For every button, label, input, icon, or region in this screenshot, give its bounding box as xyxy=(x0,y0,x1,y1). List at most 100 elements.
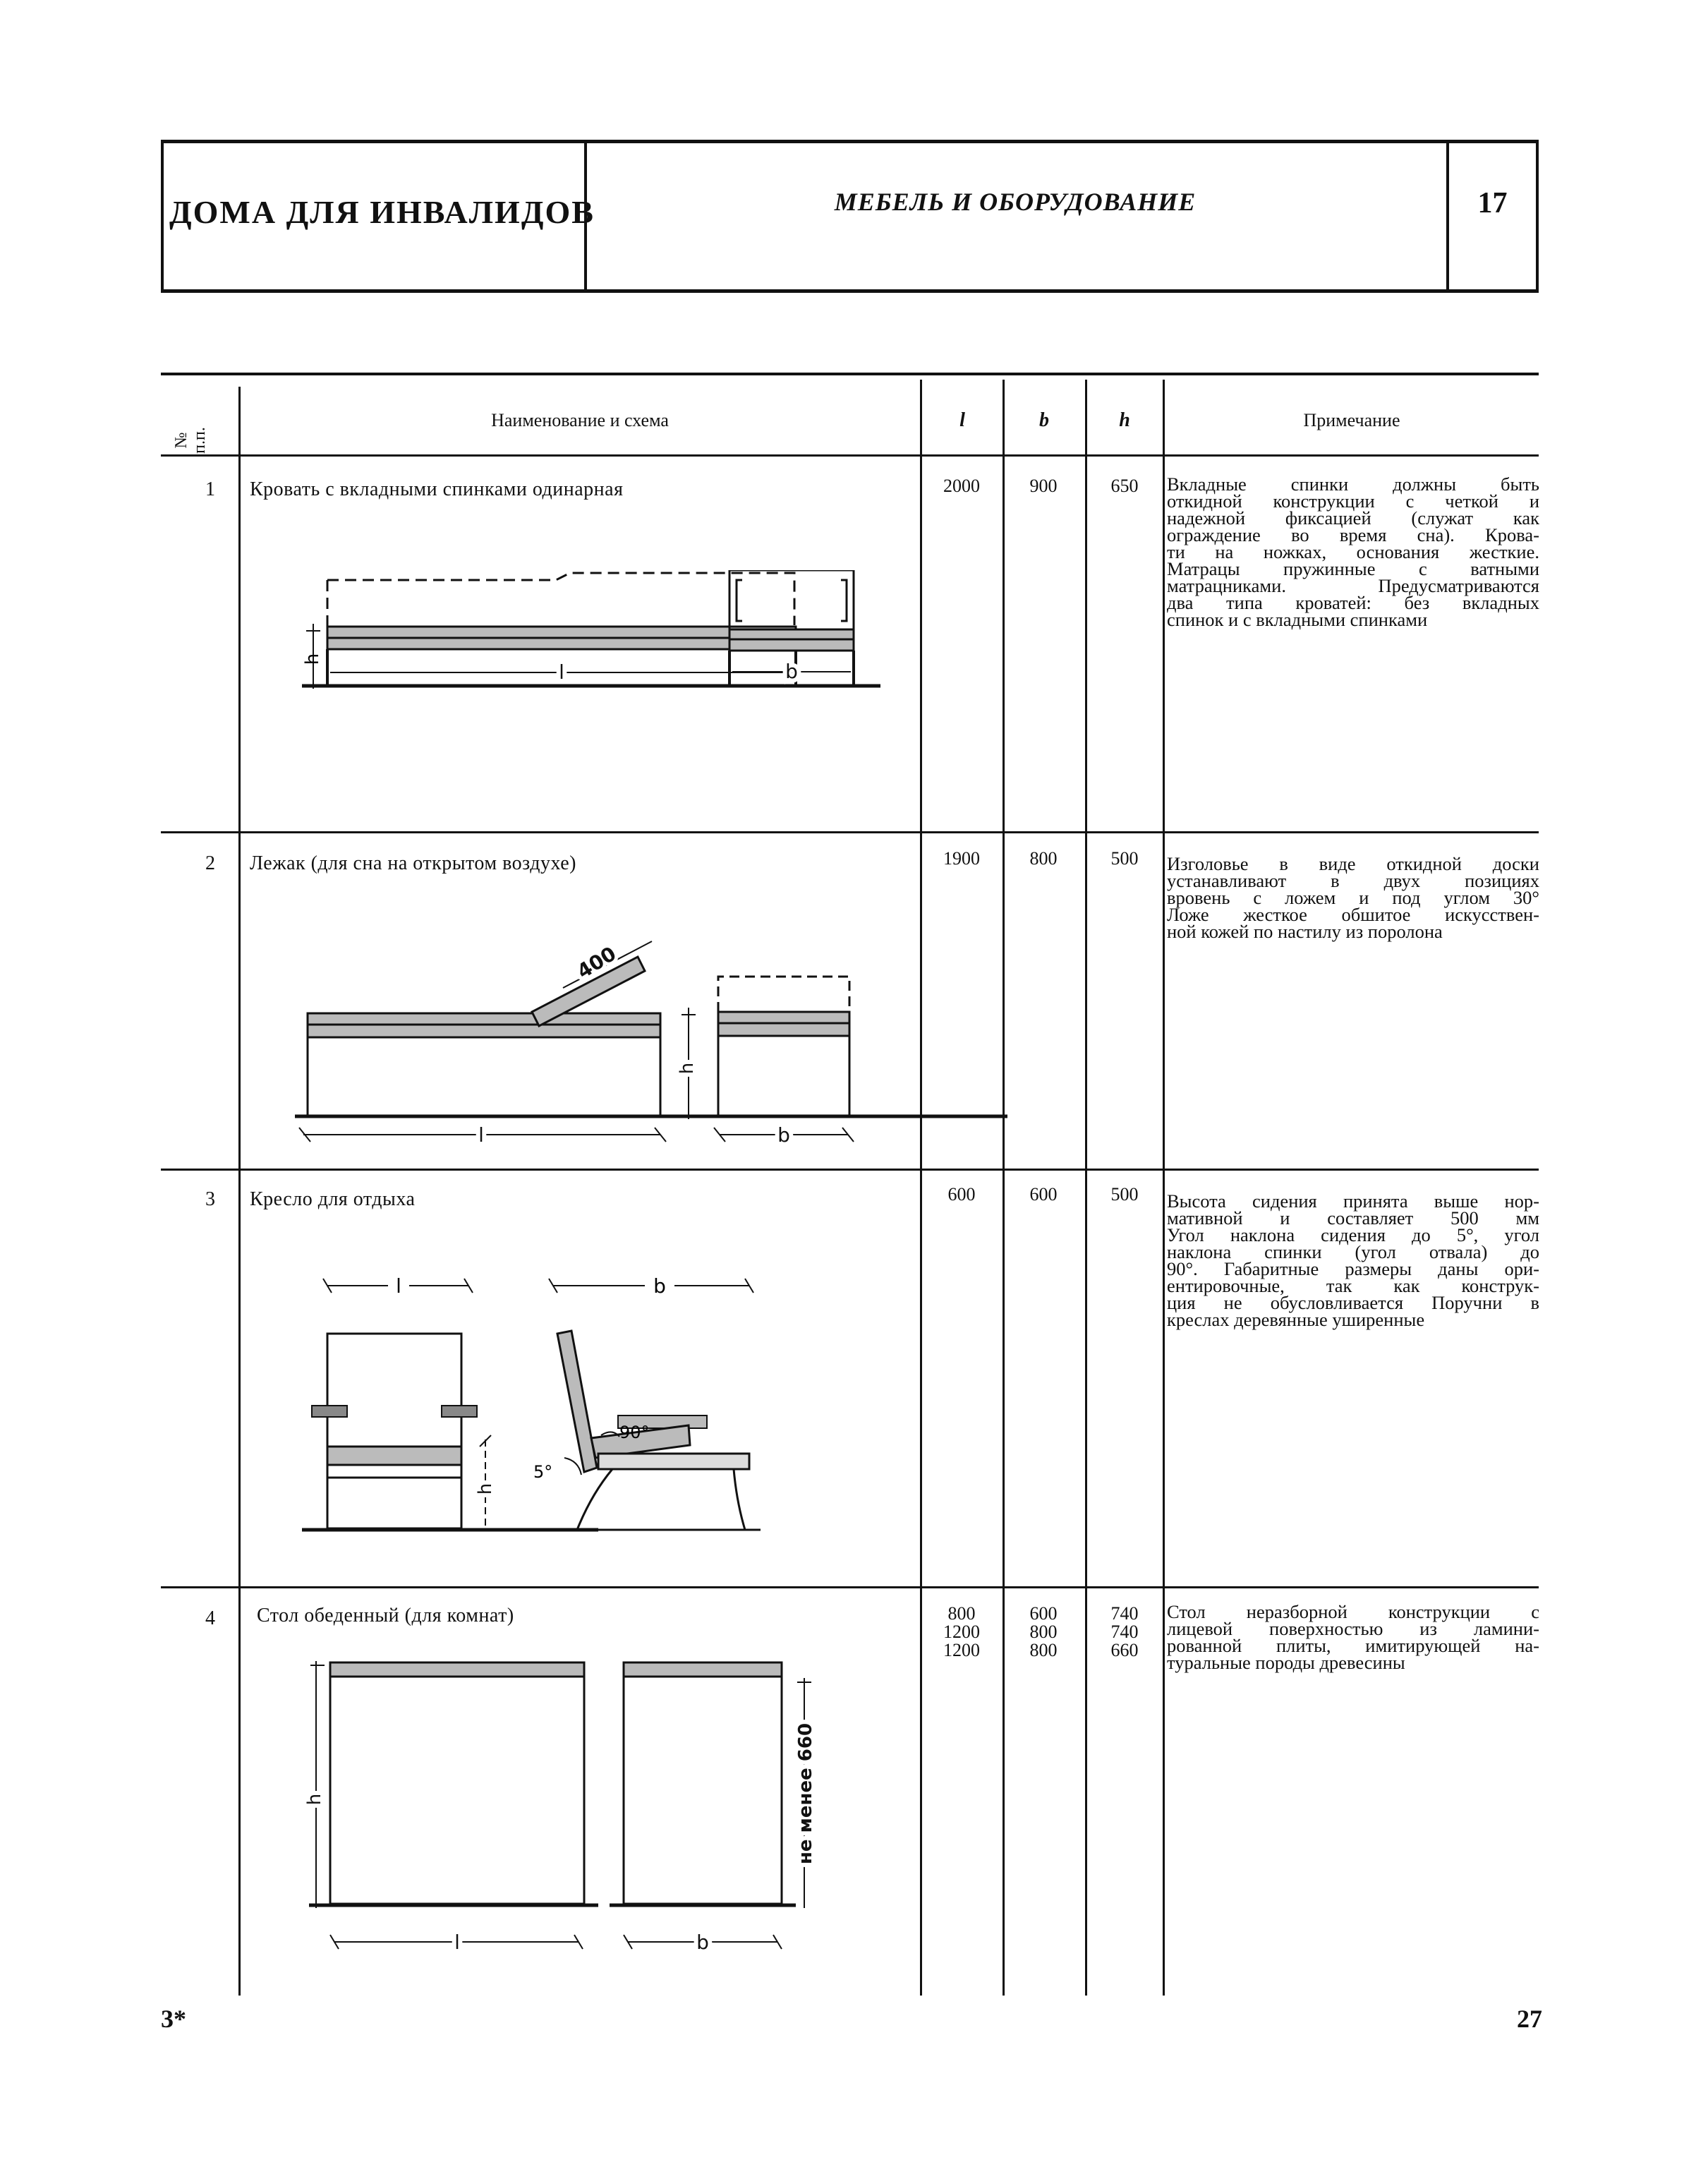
note-line: наклона спинки (угол отвала) до xyxy=(1167,1241,1539,1262)
row-note: Высота сидения принята выше нор- мативно… xyxy=(1167,1190,1539,1330)
dimension-label-h: h xyxy=(302,653,323,665)
value-b-entry: 800 xyxy=(1029,1622,1058,1642)
armchair-backrest xyxy=(556,1329,598,1473)
note-line: Матрацы пружинные с ватными xyxy=(1167,558,1539,579)
note-line: Угол наклона сидения до 5°, угол xyxy=(1167,1224,1539,1245)
table-header-rule xyxy=(161,454,1539,457)
armchair-side-leg xyxy=(732,1468,746,1531)
value-l: 600 xyxy=(947,1184,976,1205)
note-line: Высота сидения принята выше нор- xyxy=(1167,1190,1539,1212)
table-body xyxy=(329,1675,586,1905)
note-line: 90°. Габаритные размеры даны ори- xyxy=(1167,1258,1539,1279)
value-l-entry: 800 xyxy=(947,1603,976,1624)
header-left-title: ДОМА ДЛЯ ИНВАЛИДОВ xyxy=(169,193,595,230)
header-divider xyxy=(161,140,164,293)
value-h: 500 xyxy=(1110,1184,1139,1205)
dimension-tick xyxy=(298,1127,311,1142)
note-line: креслах деревянные уширенные xyxy=(1167,1309,1425,1330)
header-divider xyxy=(584,140,587,293)
bed-end-bracket xyxy=(735,579,742,622)
dimension-label-l: l xyxy=(478,1123,484,1147)
dimension-line xyxy=(562,941,653,989)
armrest xyxy=(441,1405,478,1418)
sheet-number: 17 xyxy=(1477,187,1508,219)
note-line: устанавливают в двух позициях xyxy=(1167,870,1539,891)
angle-arc xyxy=(564,1457,582,1475)
bed-end-view: b xyxy=(728,570,855,687)
note-line: ция не обусловливается Поручни в xyxy=(1167,1292,1539,1313)
bed-end-bracket xyxy=(841,579,848,622)
value-h-entry: 660 xyxy=(1110,1640,1139,1660)
row-note: Изголовье в виде откидной доски устанавл… xyxy=(1167,853,1539,941)
dimension-label-b: b xyxy=(777,1123,790,1147)
armchair-seat xyxy=(326,1445,463,1466)
value-h: 740 740 660 xyxy=(1087,1605,1162,1660)
row-number: 1 xyxy=(205,478,215,500)
row-name: Кресло для отдыха xyxy=(250,1188,416,1210)
row-number: 2 xyxy=(205,852,215,874)
armchair-front-frame xyxy=(326,1332,463,1530)
row-name: Лежак (для сна на открытом воздухе) xyxy=(250,852,576,874)
footer-signature: 3* xyxy=(161,2005,186,2033)
table-top xyxy=(329,1661,586,1678)
dimension-tick xyxy=(623,1934,633,1950)
value-b: 600 xyxy=(1029,1184,1058,1205)
armrest xyxy=(311,1405,348,1418)
armchair-side-seat xyxy=(590,1424,691,1459)
dimension-label-b: b xyxy=(696,1931,709,1954)
note-line: вровень с ложем и под углом 30° xyxy=(1167,887,1539,908)
note-line: надежной фиксацией (служат как xyxy=(1167,507,1539,529)
column-header-b: b xyxy=(1039,409,1049,431)
row-divider xyxy=(161,1586,1539,1588)
bed-end-frame xyxy=(728,570,855,635)
value-b: 900 xyxy=(1029,476,1058,496)
value-l: 800 1200 1200 xyxy=(923,1605,1000,1660)
table-end-body xyxy=(622,1675,783,1905)
header-center-title: МЕБЕЛЬ И ОБОРУДОВАНИЕ xyxy=(834,188,1197,216)
page-number: 27 xyxy=(1517,2005,1542,2033)
row-name: Стол обеденный (для комнат) xyxy=(257,1605,514,1626)
dimension-tick xyxy=(654,1127,667,1142)
column-header-h: h xyxy=(1119,409,1130,431)
column-divider xyxy=(238,387,241,1996)
note-line: Ложе жесткое обшитое искусствен- xyxy=(1167,904,1539,925)
value-l-entry: 1200 xyxy=(943,1640,980,1660)
angle-arc xyxy=(600,1431,620,1437)
bed-headboard-outline xyxy=(327,572,796,625)
note-line: Изголовье в виде откидной доски xyxy=(1167,853,1539,874)
dimension-tick xyxy=(574,1934,583,1950)
column-divider xyxy=(1085,380,1087,1996)
note-line: рованной плиты, имитирующей на- xyxy=(1167,1635,1539,1656)
row-name: Кровать с вкладными спинками одинарная xyxy=(250,478,624,500)
note-line: мативной и составляет 500 мм xyxy=(1167,1207,1539,1229)
column-header-name: Наименование и схема xyxy=(491,410,669,430)
header-bottom-rule xyxy=(161,289,1539,293)
value-b-entry: 800 xyxy=(1029,1640,1058,1660)
angle-label-90: 90° xyxy=(619,1423,650,1442)
row-divider xyxy=(161,831,1539,833)
note-line: ентировочные, так как конструк- xyxy=(1167,1275,1539,1296)
dimension-tick xyxy=(548,1278,558,1293)
armchair-side-leg xyxy=(576,1468,614,1531)
table-drawing: h l b не менее 660 xyxy=(300,1661,820,1958)
note-line: Вкладные спинки должны быть xyxy=(1167,473,1539,495)
value-l: 1900 xyxy=(943,848,980,869)
value-h: 500 xyxy=(1110,848,1139,869)
row-divider xyxy=(161,1169,1539,1171)
dimension-label-l: l xyxy=(454,1931,460,1954)
dimension-tick xyxy=(842,1127,854,1142)
angle-label-5: 5° xyxy=(533,1462,552,1482)
dimension-tick xyxy=(773,1934,782,1950)
note-line: лицевой поверхностью из ламини- xyxy=(1167,1618,1539,1639)
row-note: Стол неразборной конструкции с лицевой п… xyxy=(1167,1601,1539,1672)
dimension-label-h: h xyxy=(304,1794,325,1805)
furniture-table: № п.п. Наименование и схема l b h Примеч… xyxy=(161,373,1539,1996)
dimension-label-h: h xyxy=(475,1483,496,1495)
column-divider xyxy=(1003,380,1005,1996)
dimension-tick xyxy=(464,1278,473,1293)
dimension-tick xyxy=(713,1127,726,1142)
column-divider xyxy=(1163,380,1165,1996)
table-end-top xyxy=(622,1661,783,1678)
note-line: два типа кроватей: без вкладных xyxy=(1167,592,1539,613)
note-line: Стол неразборной конструкции с xyxy=(1167,1601,1539,1622)
